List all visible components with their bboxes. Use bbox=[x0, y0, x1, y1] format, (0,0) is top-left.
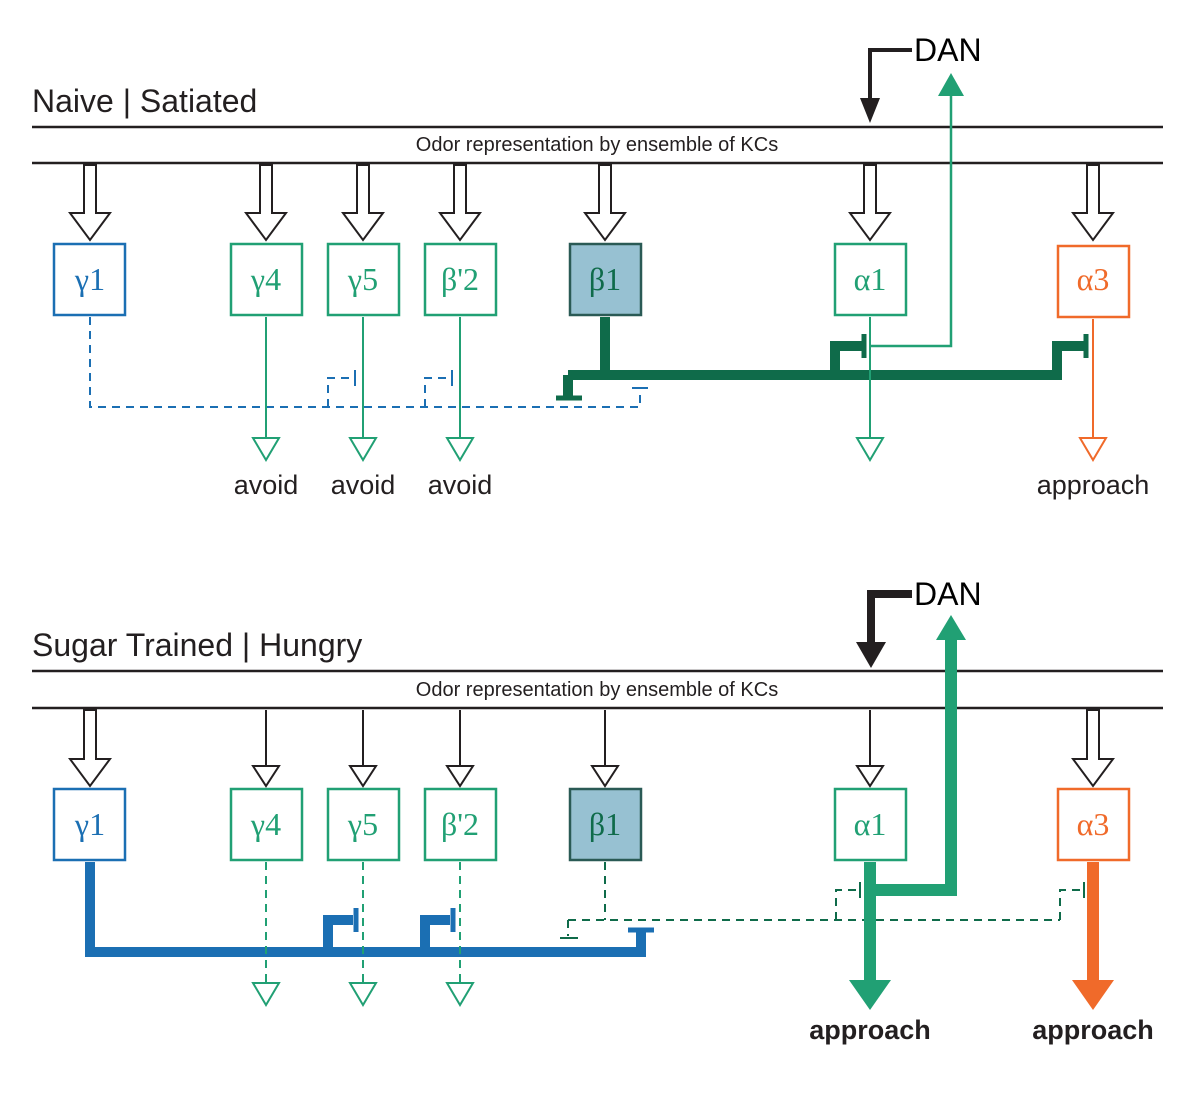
output-label-gamma4: avoid bbox=[234, 470, 299, 500]
dan-label: DAN bbox=[914, 32, 982, 68]
svg-text:γ1: γ1 bbox=[74, 261, 105, 297]
panel-title: Naive | Satiated bbox=[32, 83, 257, 119]
svg-text:γ4: γ4 bbox=[250, 261, 281, 297]
kc-label: Odor representation by ensemble of KCs bbox=[416, 679, 778, 701]
mbon-outputs-dashed bbox=[251, 862, 475, 1007]
compartment-gamma1: γ1 bbox=[52, 242, 127, 317]
svg-text:γ5: γ5 bbox=[347, 261, 378, 297]
svg-text:γ1: γ1 bbox=[74, 806, 105, 842]
svg-text:α1: α1 bbox=[854, 806, 887, 842]
dan-label: DAN bbox=[914, 576, 982, 612]
kc-input-arrows bbox=[68, 709, 1115, 788]
compartment-alpha3: α3 bbox=[1056, 244, 1131, 319]
mbon-outputs bbox=[251, 317, 1108, 462]
kc-label: Odor representation by ensemble of KCs bbox=[416, 134, 778, 156]
compartment-alpha3: α3 bbox=[1056, 787, 1131, 862]
compartment-gamma5: γ5 bbox=[326, 242, 401, 317]
compartment-beta1: β1 bbox=[568, 787, 643, 862]
output-label-alpha3: approach bbox=[1032, 1015, 1154, 1045]
svg-text:α1: α1 bbox=[854, 261, 887, 297]
gamma1-inhibition-terminals bbox=[353, 908, 654, 933]
gamma1-inhibition-terminals bbox=[354, 370, 648, 389]
gamma1-inhibition-network bbox=[85, 862, 646, 957]
svg-text:α3: α3 bbox=[1077, 806, 1110, 842]
alpha1-dan-feedback bbox=[870, 615, 966, 896]
compartment-gamma4: γ4 bbox=[229, 242, 304, 317]
svg-text:β1: β1 bbox=[589, 261, 621, 297]
compartment-beta-prime2: β'2 bbox=[423, 242, 498, 317]
compartment-beta-prime2: β'2 bbox=[423, 787, 498, 862]
compartment-gamma4: γ4 bbox=[229, 787, 304, 862]
svg-text:α3: α3 bbox=[1077, 261, 1110, 297]
output-label-beta-prime2: avoid bbox=[428, 470, 493, 500]
alpha1-dan-feedback bbox=[870, 73, 964, 348]
beta1-inhibition-terminals bbox=[560, 882, 1085, 939]
compartment-gamma1: γ1 bbox=[52, 787, 127, 862]
compartment-alpha1: α1 bbox=[833, 242, 908, 317]
svg-text:γ4: γ4 bbox=[250, 806, 281, 842]
dan-input-arrow bbox=[856, 590, 912, 668]
compartment-gamma5: γ5 bbox=[326, 787, 401, 862]
output-label-alpha3: approach bbox=[1037, 470, 1150, 500]
output-label-alpha1: approach bbox=[809, 1015, 931, 1045]
svg-text:β1: β1 bbox=[589, 806, 621, 842]
svg-text:β'2: β'2 bbox=[441, 806, 479, 842]
panel-title: Sugar Trained | Hungry bbox=[32, 627, 362, 663]
beta1-inhibition-network bbox=[563, 317, 1084, 397]
output-label-gamma5: avoid bbox=[331, 470, 396, 500]
svg-text:β'2: β'2 bbox=[441, 261, 479, 297]
kc-input-arrows bbox=[68, 164, 1115, 242]
panel-naive: Naive | Satiated Odor representation by … bbox=[32, 32, 1163, 500]
gamma1-inhibition-dashed bbox=[89, 317, 641, 408]
beta1-inhibition-dashed bbox=[567, 862, 1084, 936]
compartment-alpha1: α1 bbox=[833, 787, 908, 862]
compartment-beta1: β1 bbox=[568, 242, 643, 317]
alpha3-output-thick bbox=[1072, 862, 1114, 1010]
alpha1-output-thick bbox=[849, 862, 891, 1010]
svg-text:γ5: γ5 bbox=[347, 806, 378, 842]
dan-input-arrow bbox=[860, 48, 912, 123]
panel-sugar-trained: Sugar Trained | Hungry Odor representati… bbox=[32, 576, 1163, 1045]
beta1-inhibition-terminals bbox=[556, 334, 1089, 401]
